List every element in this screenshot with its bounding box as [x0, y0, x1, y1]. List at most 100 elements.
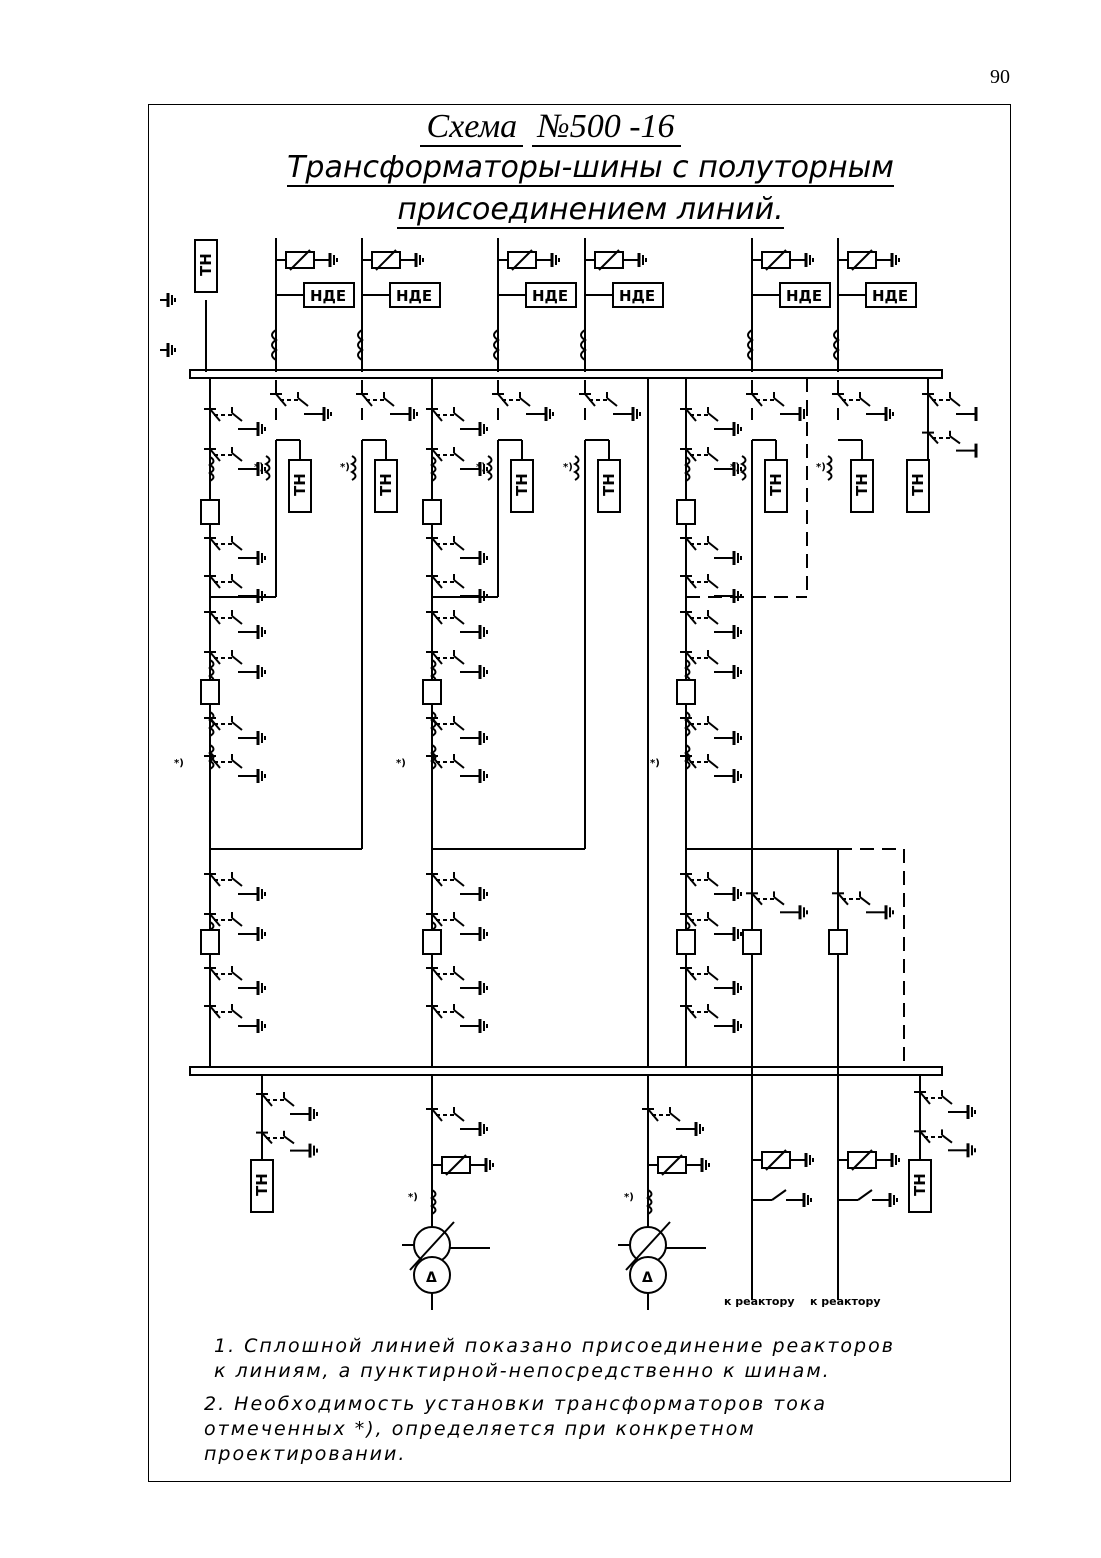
vt-label: ТН	[377, 473, 395, 496]
wire	[707, 615, 719, 625]
current-transformer-icon	[683, 456, 691, 482]
bus-vts: ТН ТН ТН ТН	[160, 239, 978, 1213]
surge-arrester-icon	[752, 1149, 814, 1171]
current-transformer-icon	[207, 456, 215, 482]
disconnector-icon	[426, 598, 488, 639]
disconnector-icon	[922, 380, 978, 421]
ct-note-mark: *)	[816, 462, 826, 473]
ground-icon	[478, 1158, 494, 1172]
wire	[453, 759, 465, 769]
coil	[493, 329, 500, 361]
ground-icon	[322, 253, 338, 267]
wire	[771, 1189, 787, 1201]
wire	[231, 759, 243, 769]
nde-label: НДЕ	[396, 287, 432, 305]
wire	[453, 452, 465, 462]
nde-box	[612, 282, 664, 308]
ground-icon	[408, 253, 424, 267]
wire	[231, 917, 243, 927]
wire	[851, 1149, 873, 1171]
current-transformer-icon	[429, 456, 437, 482]
wire	[707, 579, 719, 589]
ct-note-mark: *)	[254, 462, 264, 473]
current-transformer-icon	[263, 455, 271, 481]
bus-vt-upper: ТН	[906, 459, 930, 513]
ground-icon	[472, 462, 488, 476]
wire	[773, 896, 785, 906]
current-transformer-icon	[485, 455, 493, 481]
nde-label: НДЕ	[872, 287, 908, 305]
disconnector-icon	[832, 880, 894, 920]
ground-icon	[402, 407, 418, 421]
vt-box	[906, 459, 930, 513]
wire	[606, 397, 618, 407]
vt-box	[510, 459, 534, 513]
disconnector-icon	[204, 860, 266, 901]
nde-box	[865, 282, 917, 308]
disconnector-icon	[426, 860, 488, 901]
vt-box	[908, 1159, 932, 1213]
wire	[949, 435, 961, 445]
page-number: 90	[990, 66, 1010, 88]
line-vt: ТН	[510, 459, 534, 513]
ct-coil	[683, 711, 691, 737]
wire	[453, 877, 465, 887]
diameter-column-2: *)	[396, 378, 488, 1067]
vt-label: ТН	[911, 1173, 929, 1196]
wire	[857, 1189, 873, 1201]
wire	[231, 615, 243, 625]
circuit-breaker-icon	[422, 679, 442, 705]
transformer-winding-2	[629, 1256, 667, 1294]
ground-icon	[796, 1193, 812, 1207]
note-2-line2: отмеченных *), определяется при конкретн…	[204, 1418, 756, 1440]
ground-icon	[472, 625, 488, 639]
surge-arrester-icon	[362, 249, 424, 271]
nde-box	[389, 282, 441, 308]
ct-coil	[207, 456, 215, 482]
nde-box	[779, 282, 831, 308]
wire	[707, 1009, 719, 1019]
wire	[519, 397, 531, 407]
ground-icon	[544, 253, 560, 267]
disconnector-icon	[642, 1095, 704, 1136]
diameter-column-1: *)	[174, 378, 266, 1067]
wire	[453, 541, 465, 551]
circuit-breaker-icon	[676, 679, 696, 705]
ground-icon	[968, 407, 978, 421]
wire	[941, 1095, 953, 1105]
wire	[283, 1097, 295, 1107]
ground-icon	[472, 1019, 488, 1033]
ground-icon	[472, 927, 488, 941]
ground-icon	[250, 665, 266, 679]
bus-vt-top: ТН	[194, 239, 218, 293]
ct-coil	[645, 1189, 653, 1215]
wire	[453, 579, 465, 589]
ground-icon	[625, 407, 641, 421]
surge-arrester-icon	[498, 249, 560, 271]
wire	[231, 971, 243, 981]
ct-coil	[263, 455, 271, 481]
ground-icon	[538, 407, 554, 421]
ground-icon	[792, 407, 808, 421]
ct-coil	[683, 456, 691, 482]
ground-icon	[316, 407, 332, 421]
ct-coil	[207, 711, 215, 737]
ground-icon	[302, 1143, 318, 1158]
disconnector-icon	[680, 992, 742, 1033]
ground-icon	[250, 625, 266, 639]
circuit-breaker-icon	[676, 499, 696, 525]
delta-mark: Δ	[642, 1270, 653, 1286]
circuit-breaker-icon	[422, 499, 442, 525]
disconnector-icon	[204, 742, 266, 783]
note-1-line2: к линиям, а пунктирной-непосредственно к…	[214, 1360, 831, 1382]
vt-box	[374, 459, 398, 513]
ct-coil	[739, 455, 747, 481]
ct-coil	[207, 744, 215, 770]
diameter-column-3: *)	[650, 378, 742, 1067]
bus-vt-lower-left: ТН	[250, 1159, 274, 1213]
wire	[231, 721, 243, 731]
line-vt: ТН	[374, 459, 398, 513]
circuit-breaker-icon	[676, 929, 696, 955]
